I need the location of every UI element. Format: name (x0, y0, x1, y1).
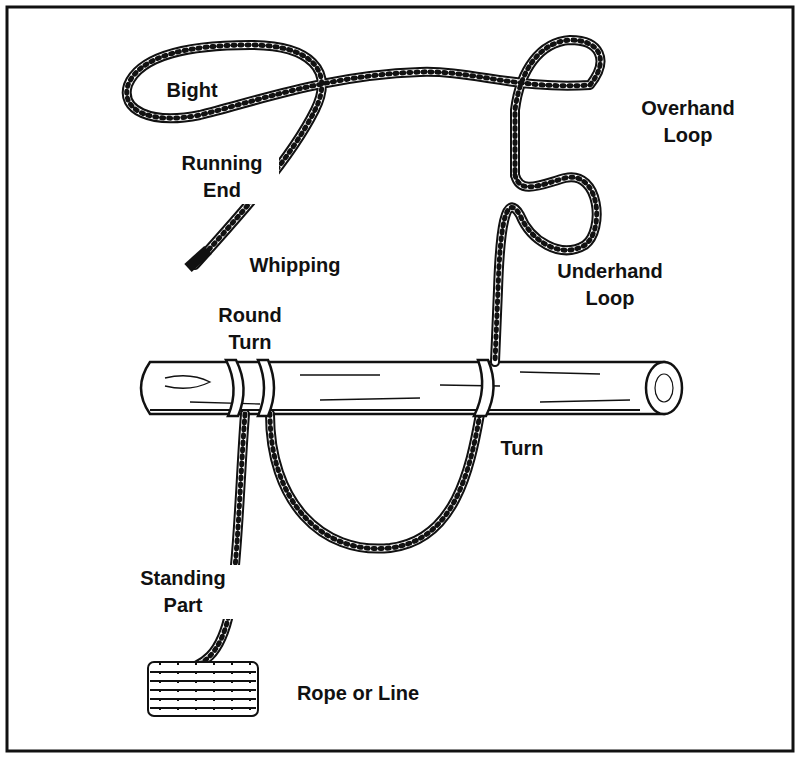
part-label: Rope or Line (295, 680, 421, 707)
part-label: Standing Part (124, 565, 243, 619)
part-label: Running End (165, 150, 279, 204)
part-label: Underhand Loop (538, 258, 682, 312)
part-label: Overhand Loop (621, 95, 755, 149)
rope-turns (226, 360, 494, 416)
part-label: Round Turn (203, 302, 297, 356)
whipping-end (188, 250, 208, 268)
part-label: Turn (499, 435, 546, 462)
part-label: Whipping (247, 252, 342, 279)
log (141, 362, 682, 414)
part-label: Bight (164, 77, 219, 104)
frame (7, 7, 793, 751)
rope-coil (148, 662, 258, 716)
